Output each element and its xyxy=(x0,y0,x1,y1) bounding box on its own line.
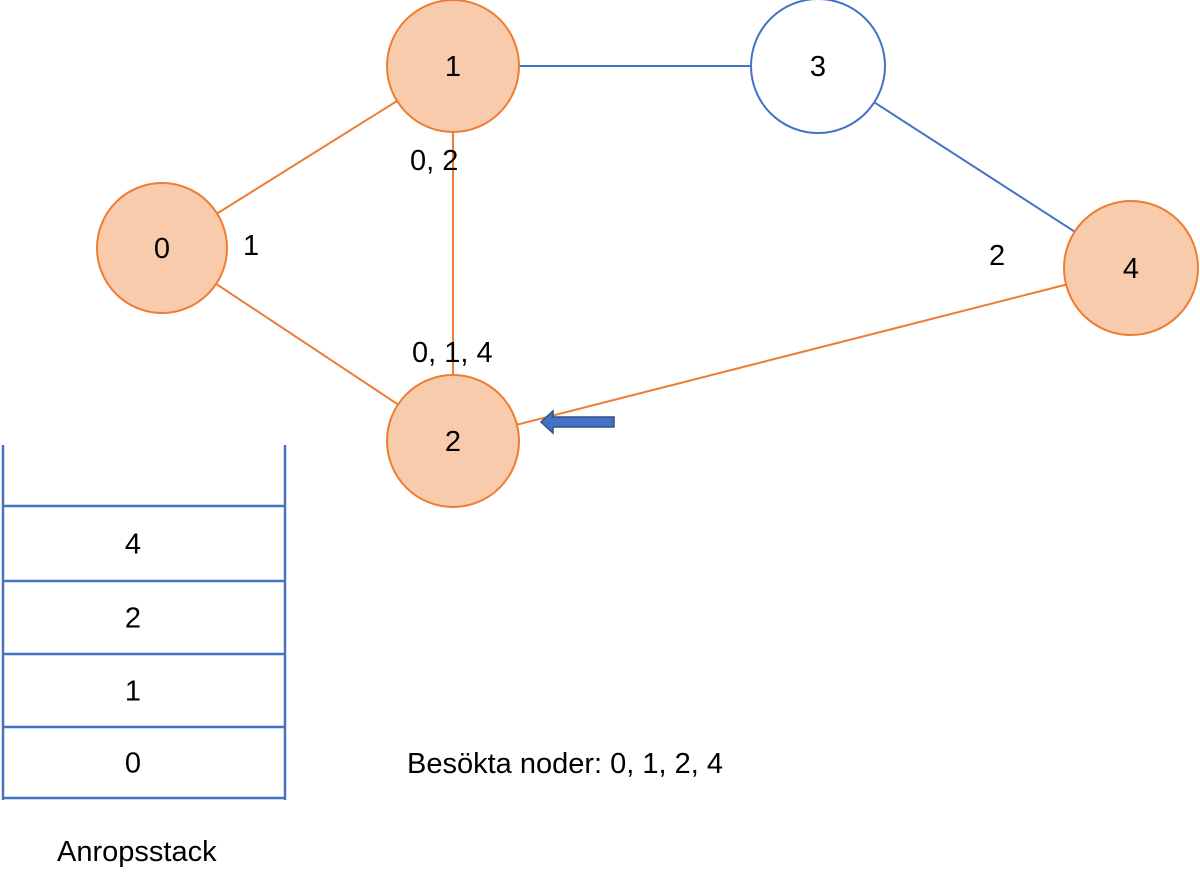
edge-3-4 xyxy=(873,101,1076,233)
node-circle xyxy=(1063,200,1199,336)
node-label: 0 xyxy=(154,233,170,265)
graph-node-1: 1 xyxy=(386,0,520,133)
stack-frame: 1 xyxy=(125,676,141,708)
edge-4-2 xyxy=(516,283,1067,426)
graph-node-2: 2 xyxy=(386,374,520,508)
stack-frame: 0 xyxy=(125,748,141,780)
node-label: 2 xyxy=(445,426,461,458)
edge-0-1 xyxy=(216,100,398,215)
node-label: 1 xyxy=(445,51,461,83)
node-label: 3 xyxy=(810,51,826,83)
graph-node-4: 4 xyxy=(1063,200,1199,336)
call-stack-caption: Anropsstack xyxy=(57,836,217,868)
graph-edges xyxy=(215,65,1076,426)
neighbor-annotations: 1 0, 2 0, 1, 4 2 xyxy=(243,145,1005,369)
annotation-node-4: 2 xyxy=(989,240,1005,272)
node-circle xyxy=(386,374,520,508)
stack-frame: 2 xyxy=(125,603,141,635)
annotation-node-0: 1 xyxy=(243,230,259,262)
left-arrow-icon xyxy=(539,409,615,435)
node-circle xyxy=(96,182,228,314)
node-circle xyxy=(750,0,886,134)
graph-node-3: 3 xyxy=(750,0,886,134)
node-circle xyxy=(386,0,520,133)
graph-nodes: 0 1 2 3 4 xyxy=(96,0,1199,508)
annotation-node-2: 0, 1, 4 xyxy=(412,337,493,369)
call-stack: 4 2 1 0 xyxy=(1,445,287,800)
stack-frame: 4 xyxy=(125,529,141,561)
annotation-node-1: 0, 2 xyxy=(410,145,458,177)
current-node-pointer xyxy=(539,409,615,435)
visited-nodes-text: Besökta noder: 0, 1, 2, 4 xyxy=(407,748,723,780)
node-label: 4 xyxy=(1123,253,1139,285)
graph-node-0: 0 xyxy=(96,182,228,314)
edge-0-2 xyxy=(215,283,399,406)
